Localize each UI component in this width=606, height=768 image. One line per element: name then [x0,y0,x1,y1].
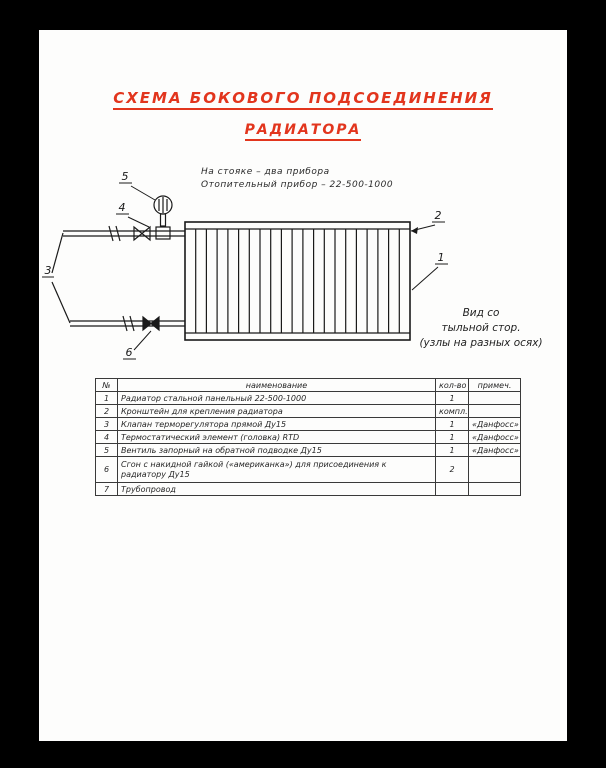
title-line-2: РАДИАТОРА [244,122,362,141]
subtitle-line-2: Отопительный прибор – 22-500-1000 [201,180,394,190]
callout-6: 6 [126,346,133,359]
header-num: № [95,378,118,392]
side-note-annotation: Вид со тыльной стор. (узлы на разных ося… [401,306,561,351]
table-row: 3 Клапан терморегулятора прямой Ду15 1 «… [95,417,521,431]
table-row: 6 Сгон с накидной гайкой («американка») … [95,456,521,483]
union-tick [129,315,135,332]
union-tick [115,225,121,242]
title-line-1: СХЕМА БОКОВОГО ПОДСОЕДИНЕНИЯ [113,89,493,110]
union-tick [108,225,114,242]
subtitle-annotation: На стояке – два прибора Отопительный при… [201,166,393,192]
union-tick [122,315,128,332]
leader-lines [42,182,448,360]
header-qty: кол-во [435,378,469,392]
parts-table: № наименование кол-во примеч. 1 Радиатор… [95,378,521,496]
side-note-line-3: (узлы на разных осях) [419,337,543,349]
page-title: СХЕМА БОКОВОГО ПОДСОЕДИНЕНИЯ РАДИАТОРА [39,88,567,141]
table-row: 4 Термостатический элемент (головка) RTD… [95,430,521,444]
schematic-lines [42,182,448,360]
header-name: наименование [117,378,436,392]
return-pipe [70,315,185,332]
radiator-schematic: 5 4 3 2 1 6 [42,170,448,360]
riser-lines [51,232,71,324]
callout-1: 1 [438,251,445,264]
supply-valve-icon [133,225,151,242]
callout-4: 4 [119,201,126,214]
callout-2: 2 [435,209,442,222]
header-note: примеч. [468,378,521,392]
table-header-row: № наименование кол-во примеч. [95,378,521,392]
callout-5: 5 [122,170,129,183]
table-row: 7 Трубопровод [95,482,521,496]
side-note-line-1: Вид со [462,307,500,319]
supply-pipe [63,225,185,242]
table-row: 5 Вентиль запорный на обратной подводке … [95,443,521,457]
document-page: СХЕМА БОКОВОГО ПОДСОЕДИНЕНИЯ РАДИАТОРА Н… [39,30,567,741]
return-valve-icon [142,315,160,332]
thermostatic-valve-icon [153,195,173,240]
radiator-body [184,221,411,341]
side-note-line-2: тыльной стор. [441,322,521,334]
radiator-fins [195,229,400,333]
table-row: 2 Кронштейн для крепления радиатора комп… [95,404,521,418]
table-row: 1 Радиатор стальной панельный 22-500-100… [95,391,521,405]
subtitle-line-1: На стояке – два прибора [201,167,330,177]
callout-3: 3 [45,264,52,277]
